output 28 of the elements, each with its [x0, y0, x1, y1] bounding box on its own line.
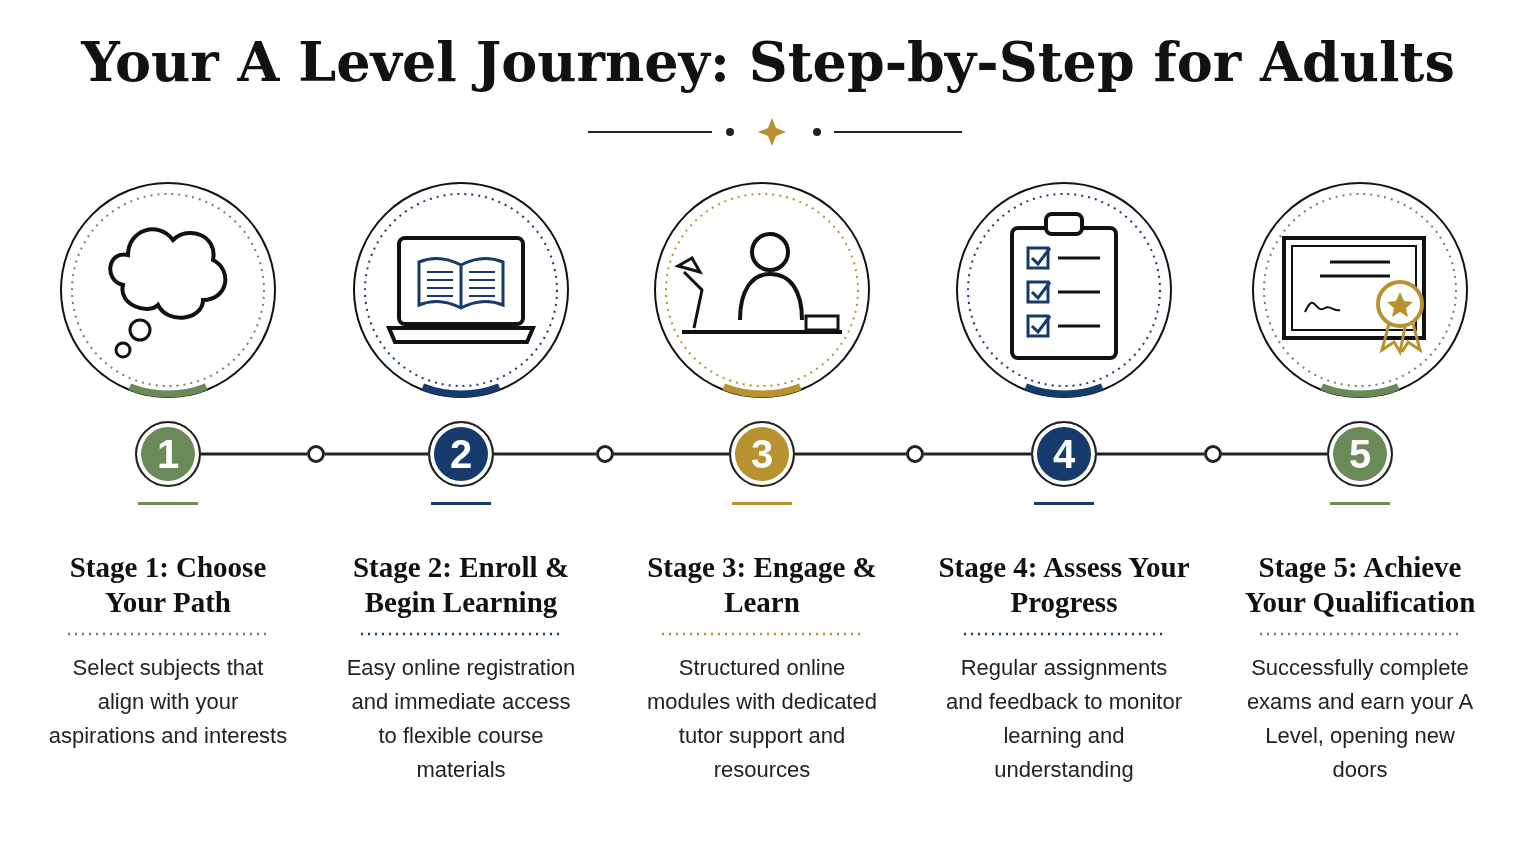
connector-line	[924, 452, 1031, 456]
stage-description: Select subjects that align with your aspirations and interests	[48, 654, 288, 750]
title: Your A Level Journey: Step-by-Step for Adults	[79, 30, 1456, 94]
step-number-circle: 4	[1031, 421, 1097, 487]
stage-description: Easy online registration and immediate access to flexible course materials	[345, 654, 577, 784]
connector-line	[614, 452, 729, 456]
stage-title: Stage 2: Enroll & Begin Learning	[351, 550, 571, 620]
step-number-circle: 2	[428, 421, 494, 487]
connector-line	[494, 452, 596, 456]
connector-line	[201, 452, 307, 456]
stage-title: Stage 1: Choose Your Path	[68, 550, 268, 620]
stage-description: Structured online modules with dedicated tutor support and resources	[646, 654, 878, 784]
stage-title: Stage 5: Achieve Your Qualification	[1243, 550, 1477, 620]
connector-line	[325, 452, 428, 456]
step-number-circle: 3	[729, 421, 795, 487]
step-number-circle: 1	[135, 421, 201, 487]
connector-dot	[906, 445, 924, 463]
step-number-circle: 5	[1327, 421, 1393, 487]
connector-line	[1222, 452, 1327, 456]
connector-line	[1097, 452, 1204, 456]
connector-dot	[596, 445, 614, 463]
connector-dot	[1204, 445, 1222, 463]
stage-title: Stage 3: Engage & Learn	[646, 550, 878, 620]
stage-description: Regular assignments and feedback to monitor learning and understanding	[944, 654, 1183, 784]
stage-description: Successfully complete exams and earn your A Level, opening new doors	[1245, 654, 1475, 784]
connector-dot	[307, 445, 325, 463]
stage-title: Stage 4: Assess Your Progress	[937, 550, 1191, 620]
connector-line	[795, 452, 906, 456]
